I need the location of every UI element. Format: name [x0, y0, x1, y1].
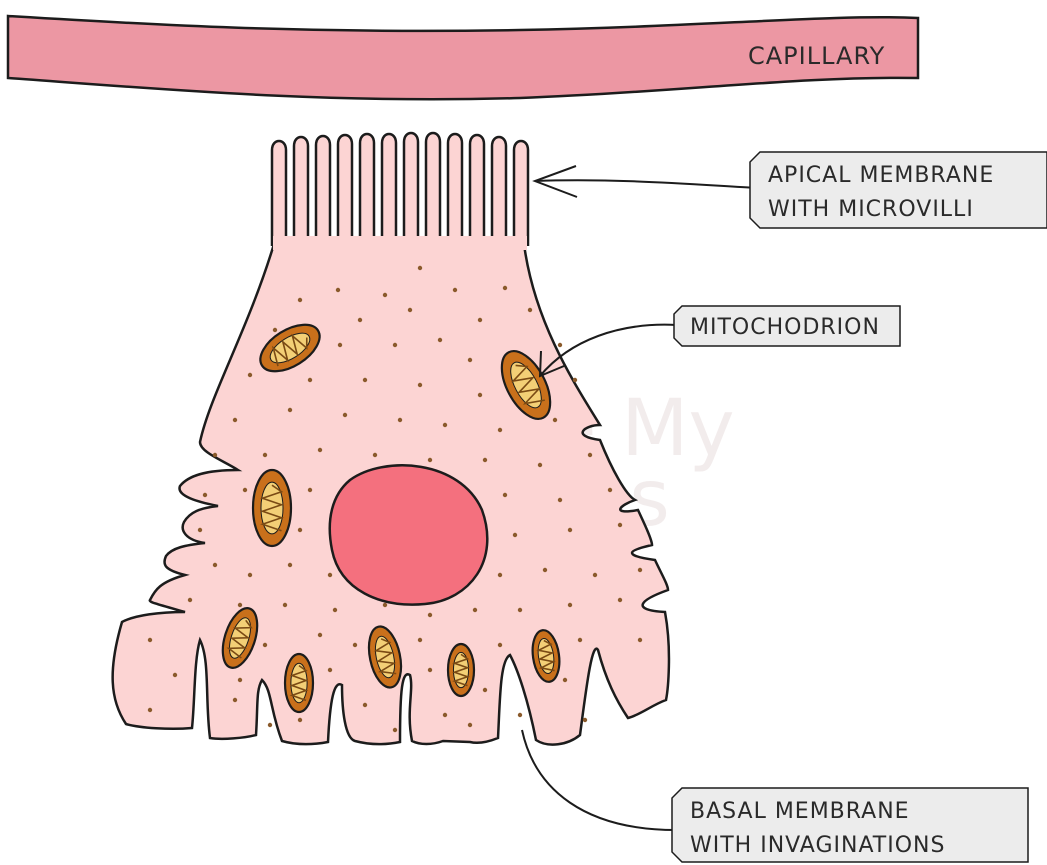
mitochondrion-label: MITOCHODRION: [690, 315, 880, 340]
microvillus: [426, 133, 440, 246]
mitochondrion: [285, 654, 313, 712]
microvillus: [492, 137, 506, 246]
basal-label-line2: WITH INVAGINATIONS: [690, 833, 945, 858]
microvilli: [272, 133, 528, 250]
apical-pointer-line: [535, 180, 758, 188]
microvillus: [448, 134, 462, 246]
microvillus: [272, 141, 286, 246]
microvillus: [404, 133, 418, 246]
apical-membrane-tag: APICAL MEMBRANE WITH MICROVILLI: [750, 152, 1047, 228]
microvillus: [316, 136, 330, 246]
mitochondrion: [448, 644, 474, 696]
apical-label-line1: APICAL MEMBRANE: [768, 163, 994, 188]
mitochondrion: [253, 470, 291, 546]
microvilli-base: [273, 236, 527, 250]
microvillus: [514, 141, 528, 246]
microvillus: [360, 134, 374, 246]
microvillus: [382, 134, 396, 246]
capillary-label: CAPILLARY: [748, 42, 885, 70]
microvillus: [338, 135, 352, 246]
basal-label-line1: BASAL MEMBRANE: [690, 799, 910, 824]
mitochondrion-tag: MITOCHODRION: [674, 306, 900, 346]
microvillus: [294, 137, 308, 246]
microvillus: [470, 135, 484, 246]
nucleus: [330, 465, 488, 604]
apical-label-line2: WITH MICROVILLI: [768, 197, 974, 222]
basal-membrane-tag: BASAL MEMBRANE WITH INVAGINATIONS: [672, 788, 1028, 862]
